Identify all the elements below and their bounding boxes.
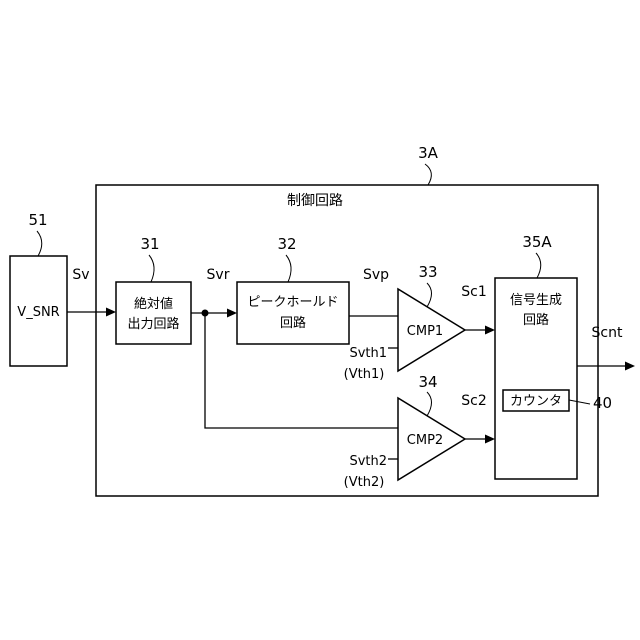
signal-vth1-label: (Vth1) (344, 367, 385, 382)
leader-51 (37, 231, 42, 256)
signal-svth1-label: Svth1 (349, 346, 387, 361)
signal-gen-label-line1: 信号生成 (510, 293, 562, 308)
abs-value-label-line2: 出力回路 (127, 316, 179, 332)
counter-label: カウンタ (510, 394, 562, 409)
signal-sc1-label: Sc1 (461, 284, 487, 300)
cmp1-label: CMP1 (407, 324, 443, 339)
abs-value-label-line1: 絶対値 (134, 296, 173, 312)
ref-33: 33 (418, 263, 437, 281)
signal-vth2-label: (Vth2) (344, 475, 385, 490)
signal-scnt-label: Scnt (592, 325, 623, 341)
signal-svp-label: Svp (363, 267, 389, 283)
signal-svth2-label: Svth2 (349, 454, 387, 469)
abs-value-circuit-block (116, 282, 191, 344)
ref-51: 51 (28, 211, 47, 229)
signal-sc2-label: Sc2 (461, 393, 487, 409)
arrow-scnt (625, 362, 635, 371)
ref-3A: 3A (418, 144, 439, 162)
leader-3A (425, 164, 431, 185)
ref-31: 31 (140, 235, 159, 253)
ref-35A: 35A (522, 233, 552, 251)
sensor-label: V_SNR (17, 305, 59, 320)
signal-generation-circuit-block (495, 278, 577, 479)
peak-hold-circuit-block (237, 282, 349, 344)
ref-34: 34 (418, 373, 437, 391)
control-circuit-title: 制御回路 (287, 193, 343, 209)
ref-32: 32 (277, 235, 296, 253)
peak-hold-label-line2: 回路 (280, 315, 306, 331)
signal-gen-label-line2: 回路 (523, 312, 549, 328)
ref-40: 40 (593, 394, 612, 412)
peak-hold-label-line1: ピークホールド (247, 295, 338, 310)
signal-svr-label: Svr (207, 267, 230, 283)
cmp2-label: CMP2 (407, 433, 443, 448)
signal-sv-label: Sv (72, 267, 89, 283)
